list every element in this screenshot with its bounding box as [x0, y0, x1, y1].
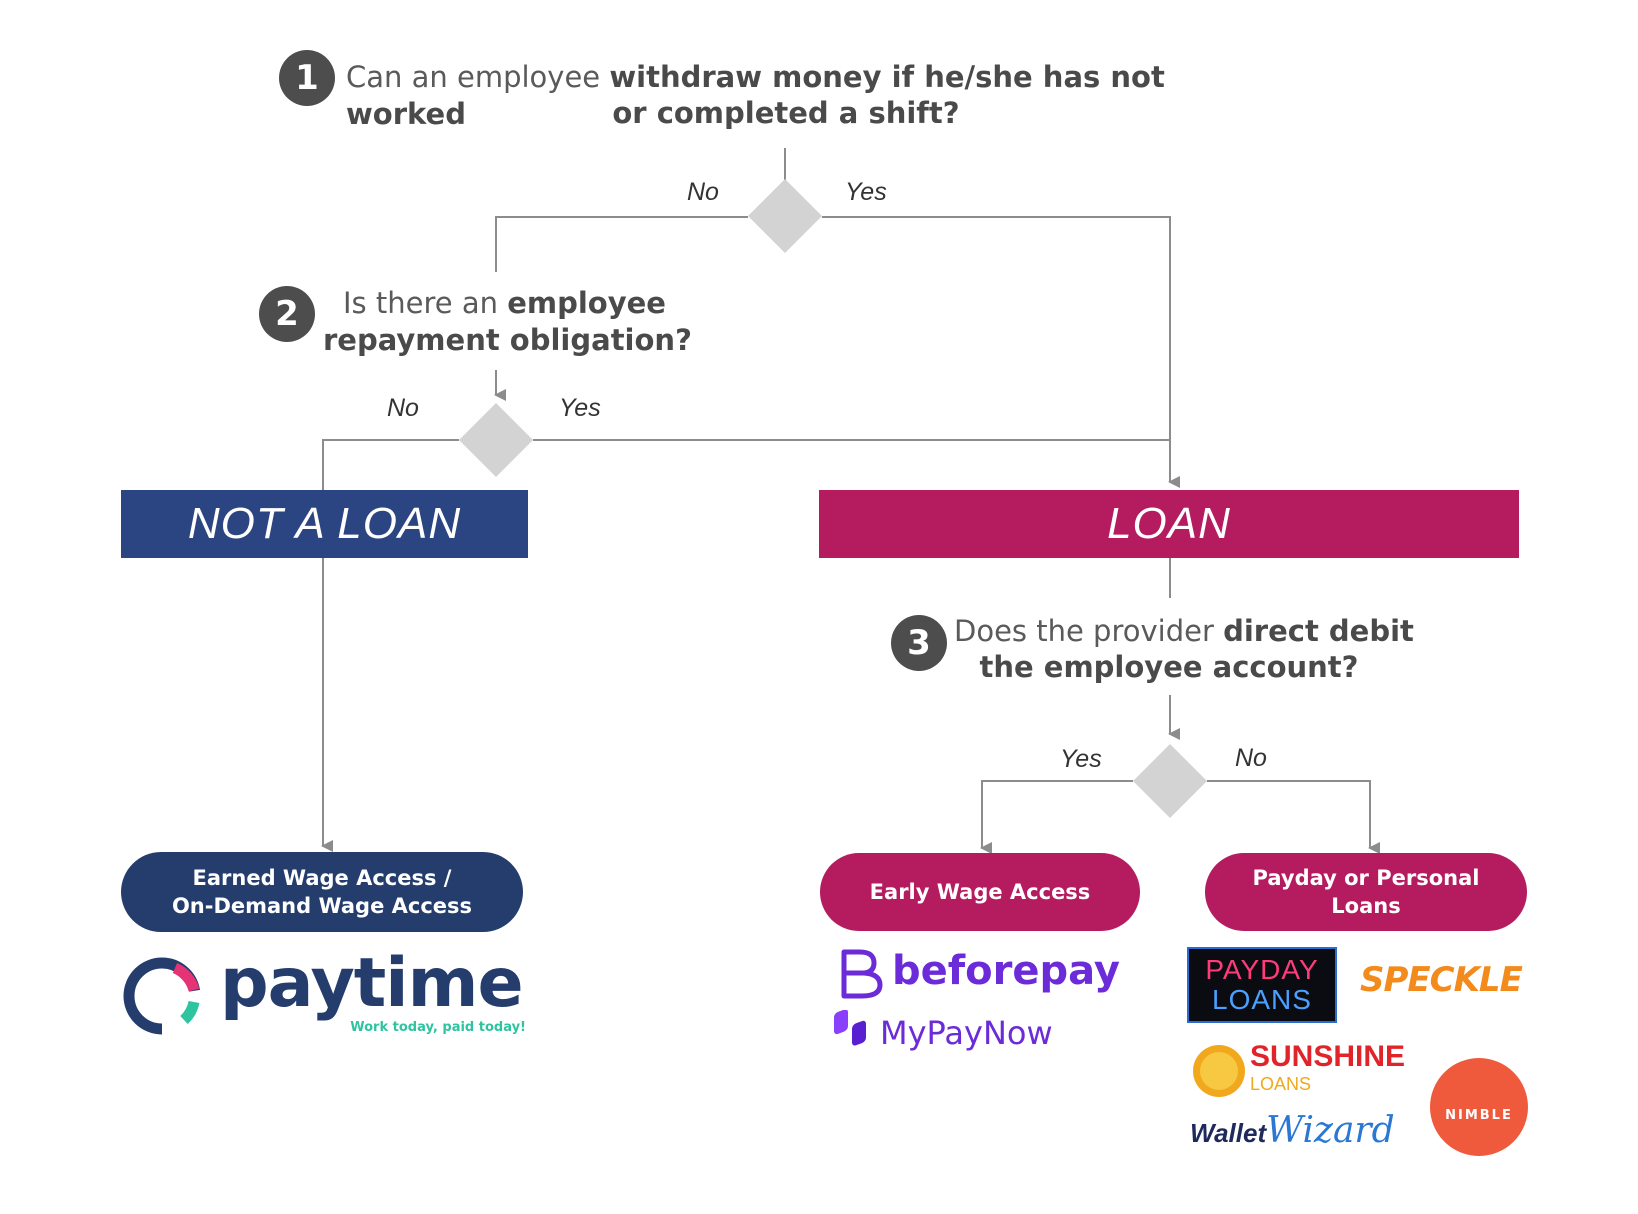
sun-icon	[1193, 1045, 1245, 1097]
beforepay-b-icon	[841, 949, 883, 999]
question-1: Can an employee withdraw money if he/she…	[346, 60, 1165, 131]
decision-diamond-2	[459, 403, 533, 477]
d1-yes-label: Yes	[845, 178, 887, 206]
d2-yes-label: Yes	[559, 394, 601, 422]
d2-no-label: No	[387, 394, 419, 422]
d3-no-label: No	[1235, 744, 1267, 772]
step-2-badge: 2	[259, 286, 315, 342]
paytime-logo: paytime Work today, paid today!	[120, 944, 530, 1040]
beforepay-logo: beforepay	[838, 948, 1120, 1004]
decision-diamond-1	[748, 179, 822, 253]
nimble-logo: NIMBLE	[1430, 1058, 1528, 1156]
d3-yes-label: Yes	[1060, 745, 1102, 773]
decision-diamond-3	[1133, 744, 1207, 818]
question-2: Is there an employee	[343, 286, 666, 320]
d1-no-label: No	[687, 178, 719, 206]
earned-wage-access-pill: Earned Wage Access /On-Demand Wage Acces…	[121, 852, 523, 932]
step-1-badge: 1	[279, 50, 335, 106]
question-3-line2: the employee account?	[979, 650, 1359, 684]
paytime-ring-icon	[123, 957, 201, 1035]
loan-banner: LOAN	[819, 490, 1519, 558]
sunshine-loans-logo: SUNSHINE LOANS	[1190, 1040, 1420, 1106]
speckle-logo: SPECKLE	[1360, 960, 1523, 1000]
payday-loans-logo: PAYDAY LOANS	[1187, 947, 1337, 1023]
step-3-badge: 3	[891, 615, 947, 671]
early-wage-access-pill: Early Wage Access	[820, 853, 1140, 931]
question-2-line2: repayment obligation?	[323, 323, 692, 357]
wallet-wizard-logo: WalletWizard	[1190, 1110, 1395, 1151]
mypaynow-icon	[834, 1010, 866, 1046]
question-1-line2: or completed a shift?	[612, 96, 960, 130]
not-a-loan-banner: NOT A LOAN	[121, 490, 528, 558]
mypaynow-logo: MyPayNow	[832, 1010, 1072, 1060]
question-3: Does the provider direct debit	[954, 614, 1414, 648]
